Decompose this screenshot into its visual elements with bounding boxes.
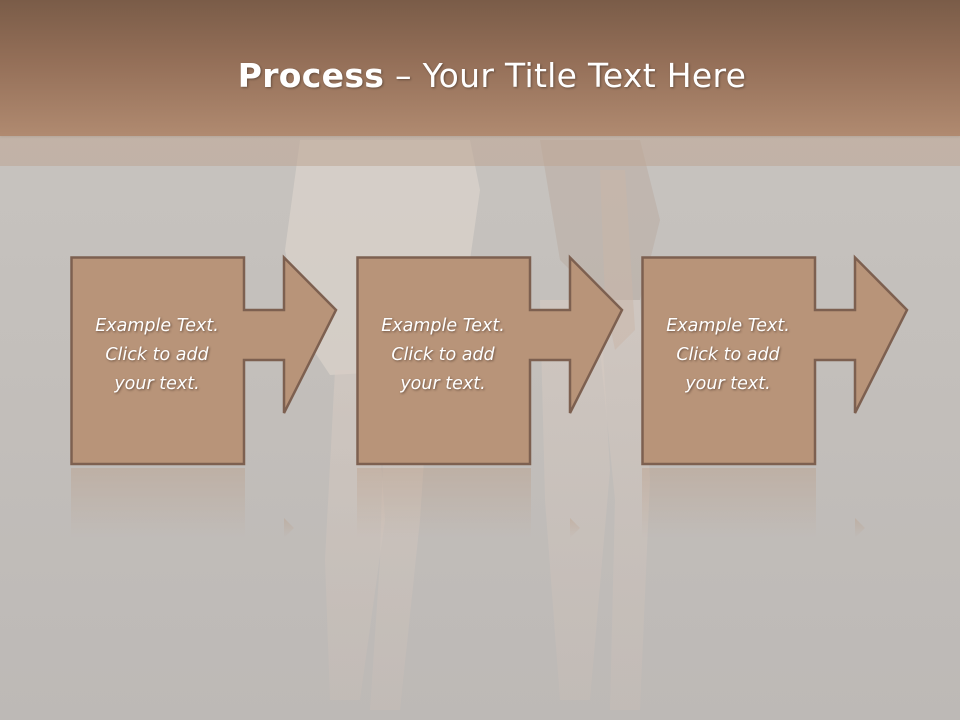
process-step-3[interactable]: Example Text. Click to add your text. bbox=[641, 254, 911, 466]
step-text-line: Example Text. bbox=[666, 316, 790, 336]
step-text: Example Text. Click to add your text. bbox=[356, 312, 530, 399]
step-text-line: Click to add bbox=[105, 345, 209, 365]
step-text-line: Click to add bbox=[391, 345, 495, 365]
step-text-line: your text. bbox=[400, 374, 486, 394]
step-text-line: Example Text. bbox=[381, 316, 505, 336]
title-rest: – Your Title Text Here bbox=[384, 56, 747, 95]
arrow-box-shape bbox=[641, 254, 909, 466]
slide-title[interactable]: Process – Your Title Text Here bbox=[0, 56, 960, 95]
process-step-2[interactable]: Example Text. Click to add your text. bbox=[356, 254, 626, 466]
step-reflection bbox=[357, 468, 580, 538]
arrow-box-shape bbox=[70, 254, 338, 466]
step-reflection bbox=[71, 468, 294, 538]
process-step-1[interactable]: Example Text. Click to add your text. bbox=[70, 254, 340, 466]
step-text-line: your text. bbox=[114, 374, 200, 394]
arrow-box-shape bbox=[356, 254, 624, 466]
step-text-line: Click to add bbox=[676, 345, 780, 365]
title-strong: Process bbox=[237, 56, 385, 95]
title-bar-band bbox=[0, 136, 960, 166]
step-text: Example Text. Click to add your text. bbox=[70, 312, 244, 399]
step-text-line: your text. bbox=[685, 374, 771, 394]
step-reflection bbox=[642, 468, 865, 538]
title-bar bbox=[0, 0, 960, 136]
step-text-line: Example Text. bbox=[95, 316, 219, 336]
step-text: Example Text. Click to add your text. bbox=[641, 312, 815, 399]
